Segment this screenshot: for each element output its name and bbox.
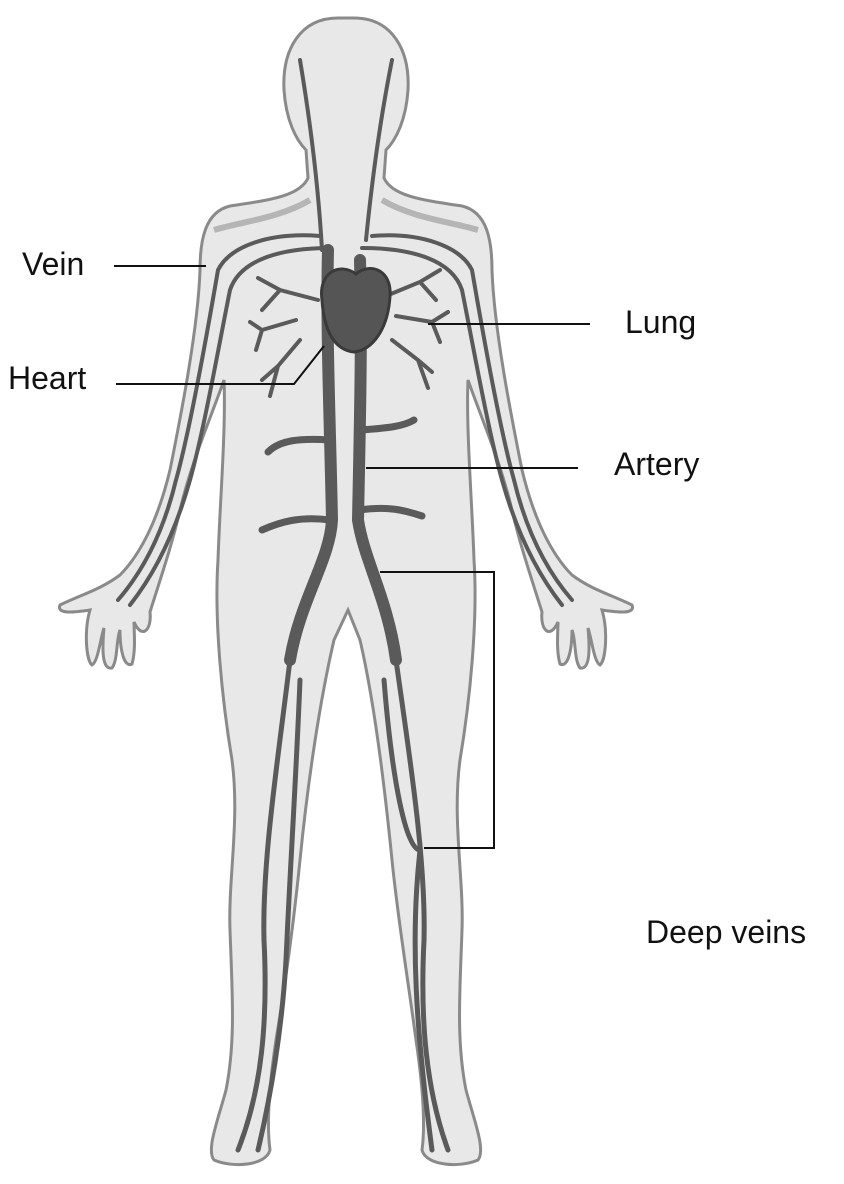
label-lung: Lung xyxy=(625,306,696,338)
label-artery: Artery xyxy=(614,448,699,480)
label-vein: Vein xyxy=(22,248,84,280)
head xyxy=(59,18,632,1165)
label-heart: Heart xyxy=(8,362,86,394)
body-silhouette xyxy=(59,18,632,1165)
label-deep-veins: Deep veins xyxy=(646,916,806,948)
